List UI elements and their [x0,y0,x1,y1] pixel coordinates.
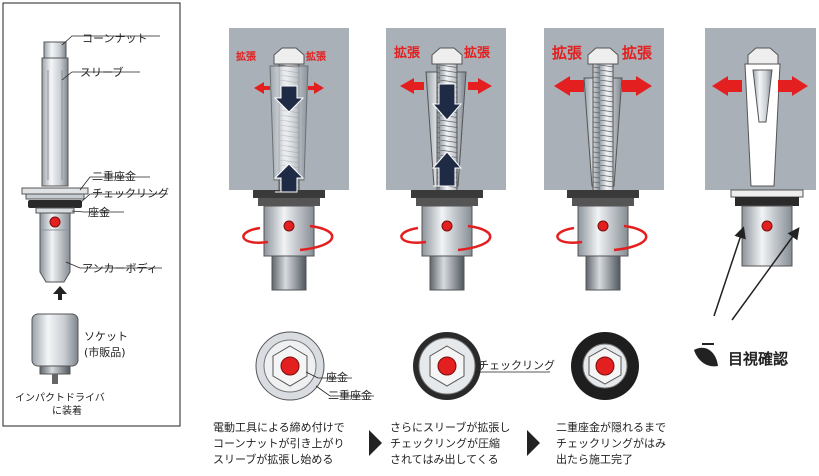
label-top-double-washer: 二重座金 [328,389,372,402]
caption-3-line1: 二重座金が隠れるまで [556,421,666,434]
caption-2: さらにスリーブが拡張し チェックリングが圧縮 されてはみ出してくる [390,420,510,468]
caption-1-line1: 電動工具による締め付けで [213,421,345,434]
label-double-washer: 二重座金 [92,170,136,183]
sight-lines [713,226,800,321]
socket [31,313,79,384]
eye-icon [694,343,718,367]
top-view-2 [413,332,481,400]
caption-2-line1: さらにスリーブが拡張し [390,421,511,434]
stage-4-anchor [730,47,804,267]
top-view-leaders [305,371,550,397]
caption-3-line3: 出たら施工完了 [556,453,633,466]
label-top-check-ring: チェックリング [478,359,555,372]
label-washer: 座金 [88,206,110,219]
top-view-1 [255,331,325,401]
label-impact-driver-sub: に装着 [52,406,82,417]
expansion-arrows [254,76,808,96]
caption-1-line2: コーンナットが引き上がり [213,437,345,450]
rotation-arrows [242,224,648,252]
caption-2-line2: チェックリングが圧縮 [390,437,500,450]
step-arrows [369,430,540,456]
visual-check-label: 目視確認 [728,350,789,368]
label-anchor-body: アンカーボディ [82,262,158,275]
caption-2-line3: されてはみ出してくる [390,453,499,466]
caption-3-line2: チェックリングがはみ [556,437,666,450]
label-sleeve: スリーブ [80,66,124,79]
top-view-3 [571,332,639,400]
label-check-ring: チェックリング [92,187,169,200]
label-top-washer: 座金 [326,371,348,384]
label-impact-driver: インパクトドライバ [15,393,105,404]
label-socket-sub: (市販品) [84,346,126,359]
expand-label-1r: 拡張 [306,52,326,63]
stage-3-anchor [567,47,639,291]
expand-label-3r: 拡張 [622,44,653,62]
label-socket: ソケット [84,330,128,343]
label-cone-nut: コーンナット [82,32,148,45]
left-leaders [61,35,168,269]
caption-1: 電動工具による締め付けで コーンナットが引き上がり スリーブが拡張し始める [213,420,345,468]
expand-label-2l: 拡張 [394,46,421,61]
anchor-exploded [21,41,89,283]
caption-1-line3: スリーブが拡張し始める [213,453,334,466]
expand-label-3l: 拡張 [552,44,583,62]
caption-3: 二重座金が隠れるまで チェックリングがはみ 出たら施工完了 [556,420,666,468]
expand-label-2r: 拡張 [464,46,491,61]
force-arrows [273,83,463,193]
expand-label-1l: 拡張 [236,52,256,63]
